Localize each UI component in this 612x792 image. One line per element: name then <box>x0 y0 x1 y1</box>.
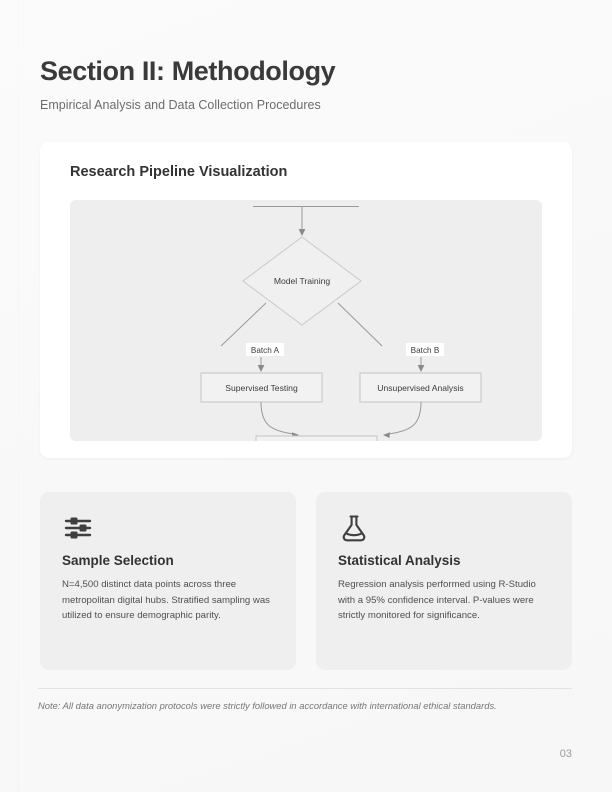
footer-note: Note: All data anonymization protocols w… <box>38 700 497 711</box>
page-subtitle: Empirical Analysis and Data Collection P… <box>40 98 321 113</box>
pipeline-diagram: Model Training Batch A Batch B Supervise… <box>70 200 542 441</box>
edge-label-right-chip <box>406 343 444 356</box>
info-card-sample-selection: Sample Selection N=4,500 distinct data p… <box>40 492 296 670</box>
connector-right-merge <box>387 401 422 435</box>
diagram-svg: Model Training Batch A Batch B Supervise… <box>200 206 482 441</box>
info-card-body: Regression analysis performed using R-St… <box>338 579 536 622</box>
process-node-right-label: Unsupervised Analysis <box>377 383 463 393</box>
footer-divider <box>38 688 572 689</box>
page-header: Section II: Methodology Empirical Analys… <box>40 56 570 112</box>
connector-left-merge <box>260 401 295 435</box>
edge-label-left-chip <box>246 343 284 356</box>
connector-left-branch <box>220 302 267 347</box>
info-card-body: N=4,500 distinct data points across thre… <box>62 579 270 622</box>
sliders-icon <box>62 512 94 544</box>
page-title: Section II: Methodology <box>40 56 336 86</box>
arrowhead-top <box>298 229 306 236</box>
arrowhead-merge-right <box>383 432 390 438</box>
visualization-card-title: Research Pipeline Visualization <box>70 164 288 180</box>
arrowhead-right-box <box>417 365 425 372</box>
process-node-unsupervised-analysis <box>359 372 482 403</box>
arrowhead-left-box <box>257 365 265 372</box>
info-card-heading: Sample Selection <box>62 553 174 568</box>
flask-icon <box>338 512 370 544</box>
decision-node-label: Model Training <box>274 276 331 286</box>
page-number: 03 <box>559 748 572 760</box>
info-card-heading: Statistical Analysis <box>338 553 461 568</box>
connector-right-branch <box>337 302 383 347</box>
process-node-left-label: Supervised Testing <box>225 383 298 393</box>
info-card-statistical-analysis: Statistical Analysis Regression analysis… <box>316 492 572 670</box>
visualization-card: Research Pipeline Visualization Model Tr… <box>40 142 572 458</box>
process-node-supervised-testing <box>200 372 323 403</box>
edge-label-right: Batch B <box>411 346 440 355</box>
decision-node-model-training <box>242 236 362 326</box>
edge-label-left: Batch A <box>251 346 280 355</box>
clipped-bottom-node <box>255 435 378 441</box>
